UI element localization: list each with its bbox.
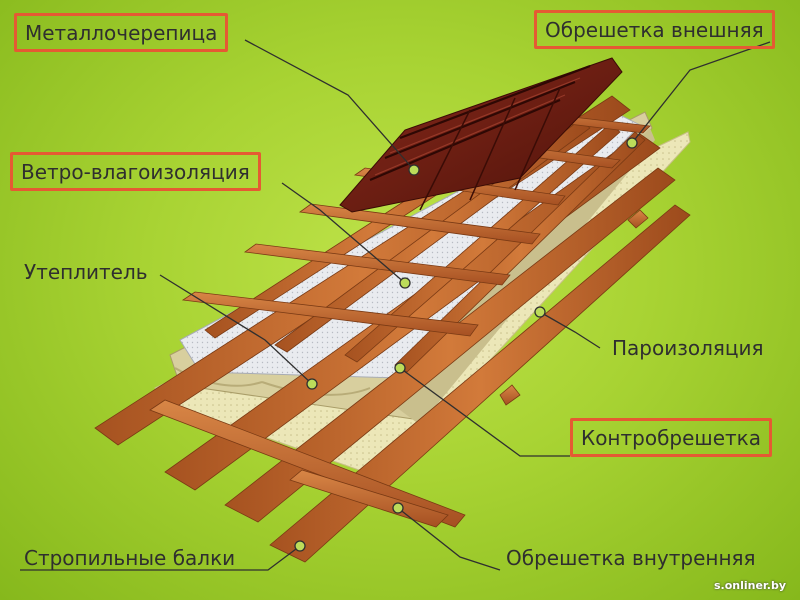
inner-battens xyxy=(149,209,649,528)
label-outer-battens: Обрешетка внешняя xyxy=(534,10,775,49)
label-wind-moisture-barrier: Ветро-влагоизоляция xyxy=(10,152,261,191)
inner-batten xyxy=(499,384,521,406)
label-inner-battens: Обрешетка внутренняя xyxy=(506,546,756,570)
inner-batten xyxy=(289,469,449,528)
leader-lines xyxy=(20,39,771,571)
rafter-beam xyxy=(224,167,676,523)
watermark: s.onliner.by xyxy=(713,579,786,592)
label-rafters: Стропильные балки xyxy=(24,546,236,570)
label-counter-battens: Контробрешетка xyxy=(570,418,773,457)
counter-batten xyxy=(344,123,621,363)
outer-batten xyxy=(243,243,511,286)
outer-batten xyxy=(298,203,541,245)
label-insulation: Утеплитель xyxy=(24,260,148,284)
pointer-dots xyxy=(294,137,638,552)
label-vapor-barrier: Пароизоляция xyxy=(612,336,764,360)
rafter-beam xyxy=(269,204,691,563)
label-metal-tile: Металлочерепица xyxy=(14,13,229,52)
inner-batten xyxy=(627,209,649,229)
